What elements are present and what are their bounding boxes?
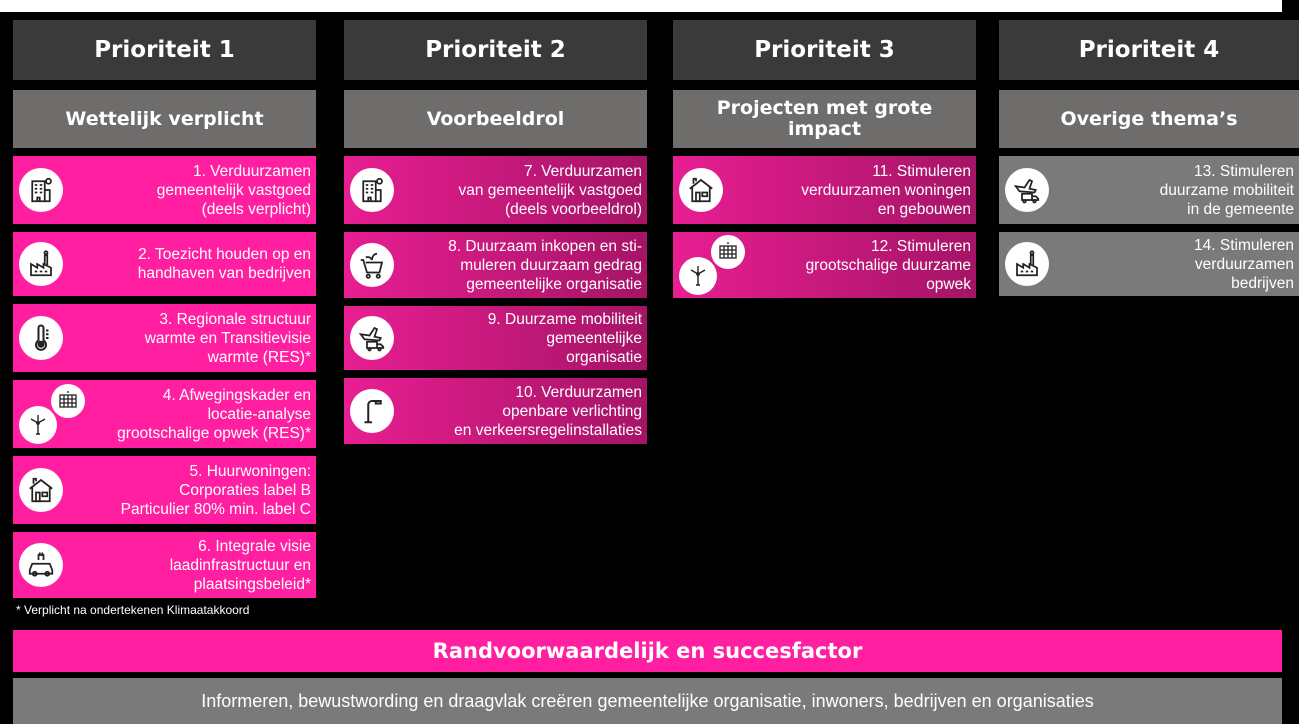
item-text: 5. Huurwoningen: Corporaties label B Par… bbox=[120, 462, 311, 518]
house-icon bbox=[19, 468, 63, 512]
electric-car-icon bbox=[19, 543, 63, 587]
shopping-cart-icon bbox=[350, 243, 394, 287]
priority-subheading: Overige thema’s bbox=[999, 90, 1299, 148]
priority-heading: Prioriteit 1 bbox=[13, 20, 316, 80]
top-band bbox=[0, 0, 1282, 12]
priority-item-5: 5. Huurwoningen: Corporaties label B Par… bbox=[13, 456, 316, 524]
item-text: 6. Integrale visie laadinfrastructuur en… bbox=[169, 537, 311, 593]
item-text: 11. Stimuleren verduurzamen woningen en … bbox=[801, 162, 971, 218]
priority-item-3: 3. Regionale structuur warmte en Transit… bbox=[13, 304, 316, 372]
priority-item-6: 6. Integrale visie laadinfrastructuur en… bbox=[13, 532, 316, 598]
solar-panel-icon bbox=[51, 384, 85, 418]
priority-item-9: 9. Duurzame mobiliteit gemeentelijke org… bbox=[344, 306, 647, 370]
priority-subheading: Projecten met grote impact bbox=[673, 90, 976, 148]
wind-turbine-icon bbox=[19, 406, 57, 444]
item-text: 12. Stimuleren grootschalige duurzame op… bbox=[805, 237, 971, 293]
item-text: 7. Verduurzamen van gemeentelijk vastgoe… bbox=[458, 162, 642, 218]
priority-item-7: 7. Verduurzamen van gemeentelijk vastgoe… bbox=[344, 156, 647, 224]
plane-truck-icon bbox=[350, 316, 394, 360]
plane-truck-icon bbox=[1005, 168, 1049, 212]
priority-column-3: Prioriteit 3 Projecten met grote impact … bbox=[673, 20, 976, 298]
footnote: * Verplicht na ondertekenen Klimaatakkoo… bbox=[16, 603, 250, 617]
item-text: 9. Duurzame mobiliteit gemeentelijke org… bbox=[487, 310, 642, 366]
priority-item-1: 1. Verduurzamen gemeentelijk vastgoed (d… bbox=[13, 156, 316, 224]
solar-panel-icon bbox=[711, 235, 745, 269]
preconditions-description-bar: Informeren, bewustwording en draagvlak c… bbox=[13, 678, 1282, 724]
priority-column-1: Prioriteit 1 Wettelijk verplicht 1. Verd… bbox=[13, 20, 316, 598]
building-icon bbox=[350, 168, 394, 212]
priority-item-13: 13. Stimuleren duurzame mobiliteit in de… bbox=[999, 156, 1299, 224]
wind-turbine-icon bbox=[679, 257, 717, 295]
factory-icon bbox=[19, 242, 63, 286]
item-text: 10. Verduurzamen openbare verlichting en… bbox=[454, 383, 642, 439]
factory-icon bbox=[1005, 242, 1049, 286]
item-text: 3. Regionale structuur warmte en Transit… bbox=[144, 310, 311, 366]
icon-group bbox=[679, 235, 745, 295]
house-icon bbox=[679, 168, 723, 212]
priority-item-2: 2. Toezicht houden op en handhaven van b… bbox=[13, 232, 316, 296]
priority-heading: Prioriteit 3 bbox=[673, 20, 976, 80]
item-text: 13. Stimuleren duurzame mobiliteit in de… bbox=[1159, 162, 1294, 218]
priority-item-4: 4. Afwegingskader en locatie-analyse gro… bbox=[13, 380, 316, 448]
thermometer-icon bbox=[19, 316, 63, 360]
priority-item-12: 12. Stimuleren grootschalige duurzame op… bbox=[673, 232, 976, 298]
item-text: 1. Verduurzamen gemeentelijk vastgoed (d… bbox=[156, 162, 311, 218]
item-text: 14. Stimuleren verduurzamen bedrijven bbox=[1194, 236, 1294, 292]
priority-heading: Prioriteit 4 bbox=[999, 20, 1299, 80]
priority-subheading: Voorbeeldrol bbox=[344, 90, 647, 148]
street-lamp-icon bbox=[350, 389, 394, 433]
priority-item-10: 10. Verduurzamen openbare verlichting en… bbox=[344, 378, 647, 444]
item-text: 8. Duurzaam inkopen en sti- muleren duur… bbox=[448, 237, 642, 293]
priority-subheading: Wettelijk verplicht bbox=[13, 90, 316, 148]
building-icon bbox=[19, 168, 63, 212]
priority-item-11: 11. Stimuleren verduurzamen woningen en … bbox=[673, 156, 976, 224]
item-text: 2. Toezicht houden op en handhaven van b… bbox=[137, 246, 311, 282]
priority-column-4: Prioriteit 4 Overige thema’s 13. Stimule… bbox=[999, 20, 1299, 296]
icon-group bbox=[19, 384, 85, 444]
priority-column-2: Prioriteit 2 Voorbeeldrol 7. Verduurzame… bbox=[344, 20, 647, 444]
priority-item-8: 8. Duurzaam inkopen en sti- muleren duur… bbox=[344, 232, 647, 298]
item-text: 4. Afwegingskader en locatie-analyse gro… bbox=[117, 386, 311, 442]
preconditions-title-bar: Randvoorwaardelijk en succesfactor bbox=[13, 630, 1282, 672]
priority-item-14: 14. Stimuleren verduurzamen bedrijven bbox=[999, 232, 1299, 296]
priority-heading: Prioriteit 2 bbox=[344, 20, 647, 80]
